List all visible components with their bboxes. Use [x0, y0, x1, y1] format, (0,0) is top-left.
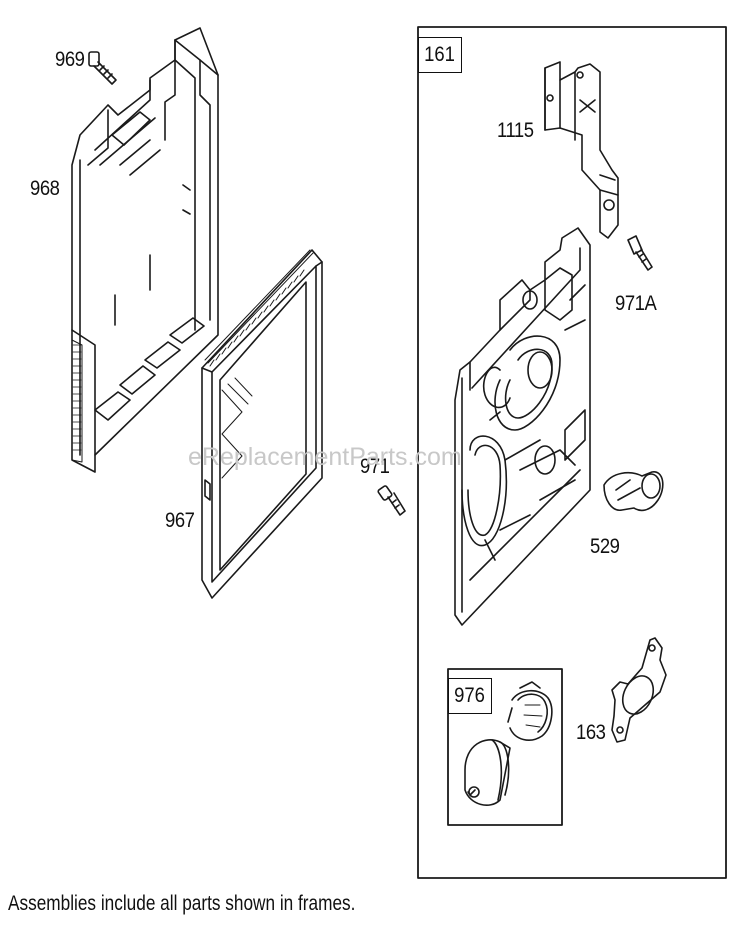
filter-assembly-976: [464, 681, 553, 806]
gasket-163: [611, 637, 667, 743]
callout-163: 163: [576, 721, 606, 744]
air-filter-967: [201, 249, 323, 599]
bracket-1115: [544, 61, 619, 239]
assembly-frame-161: [417, 26, 727, 879]
callout-971: 971: [360, 455, 390, 478]
air-cleaner-cover-968: [71, 27, 219, 473]
footnote: Assemblies include all parts shown in fr…: [8, 892, 356, 915]
screw-971: [377, 485, 406, 516]
frame-label-976: 976: [454, 684, 486, 707]
air-cleaner-base-161: [454, 227, 591, 626]
screw-969: [88, 51, 117, 85]
callout-969: 969: [55, 48, 85, 71]
callout-529: 529: [590, 535, 620, 558]
assembly-frame-976: [447, 668, 563, 826]
breather-tube-529: [603, 471, 664, 512]
watermark: eReplacementParts.com: [188, 443, 462, 471]
callout-971a: 971A: [615, 292, 657, 315]
frame-label-161: 161: [424, 43, 456, 66]
screw-971a: [627, 235, 653, 271]
callout-968: 968: [30, 177, 60, 200]
frame-tag-976: 976: [448, 678, 492, 714]
frame-tag-161: 161: [418, 37, 462, 73]
callout-967: 967: [165, 509, 195, 532]
callout-1115: 1115: [497, 119, 534, 142]
